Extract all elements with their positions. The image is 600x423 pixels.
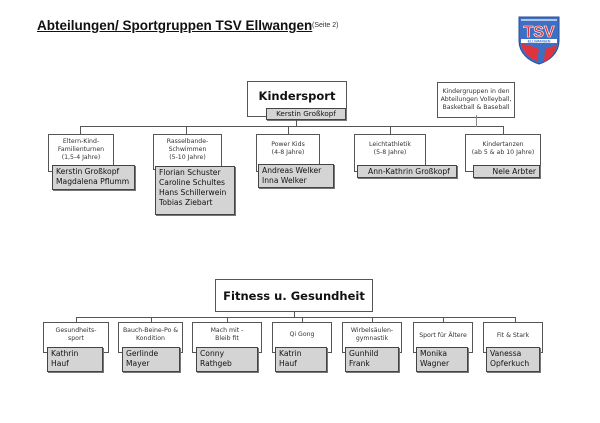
group-wirbelsaeule-names: Gunhild Frank	[345, 347, 399, 372]
group-qi-gong-names: Katrin Hauf	[275, 347, 327, 372]
connector	[476, 115, 477, 127]
group-rasselbande: Rasselbande- Schwimmen (5-10 Jahre)	[153, 134, 222, 170]
connector	[302, 317, 303, 322]
connector	[443, 317, 444, 322]
connector	[186, 126, 187, 134]
connector	[296, 120, 297, 127]
group-kindertanzen-names: Nele Arbter	[473, 165, 540, 178]
group-leichtathletik-names: Ann-Kathrin Großkopf	[357, 165, 457, 178]
group-eltern-kind-names: Kerstin Großkopf Magdalena Pflumm	[52, 165, 135, 190]
group-fit-und-stark-names: Vanessa Opferkuch	[486, 347, 540, 372]
tsv-shield-icon: TSV ELLWANGEN	[518, 16, 560, 65]
kindersport-title: Kindersport	[258, 89, 336, 103]
connector	[294, 312, 295, 317]
connector	[80, 126, 503, 127]
connector	[288, 126, 289, 134]
note-box: Kindergruppen in den Abteilungen Volleyb…	[437, 82, 515, 118]
fitness-box: Fitness u. Gesundheit	[215, 279, 373, 312]
group-sport-fuer-aeltere-names: Monika Wagner	[416, 347, 468, 372]
kindersport-leader: Kerstin Großkopf	[266, 108, 346, 120]
group-mach-mit-names: Conny Rathgeb	[196, 347, 258, 372]
group-gesundheitssport-names: Kathrin Hauf	[47, 347, 103, 372]
logo-text: TSV	[523, 24, 554, 41]
connector	[503, 126, 504, 134]
connector	[390, 126, 391, 134]
group-rasselbande-names: Florian Schuster Caroline Schultes Hans …	[155, 166, 235, 215]
connector	[515, 317, 516, 322]
group-power-kids-names: Andreas Welker Inna Welker	[258, 164, 334, 188]
connector	[372, 317, 373, 322]
page-number: (Seite 2)	[312, 22, 339, 29]
fitness-title: Fitness u. Gesundheit	[223, 288, 365, 303]
connector	[76, 317, 77, 322]
page-title: Abteilungen/ Sportgruppen TSV Ellwangen	[37, 18, 313, 33]
group-bauch-beine-po-names: Gerlinde Mayer	[122, 347, 180, 372]
logo-subtext: ELLWANGEN	[528, 40, 551, 44]
connector	[80, 126, 81, 134]
connector	[227, 317, 228, 322]
connector	[76, 317, 516, 318]
tsv-logo: TSV ELLWANGEN	[517, 15, 561, 65]
connector	[151, 317, 152, 322]
